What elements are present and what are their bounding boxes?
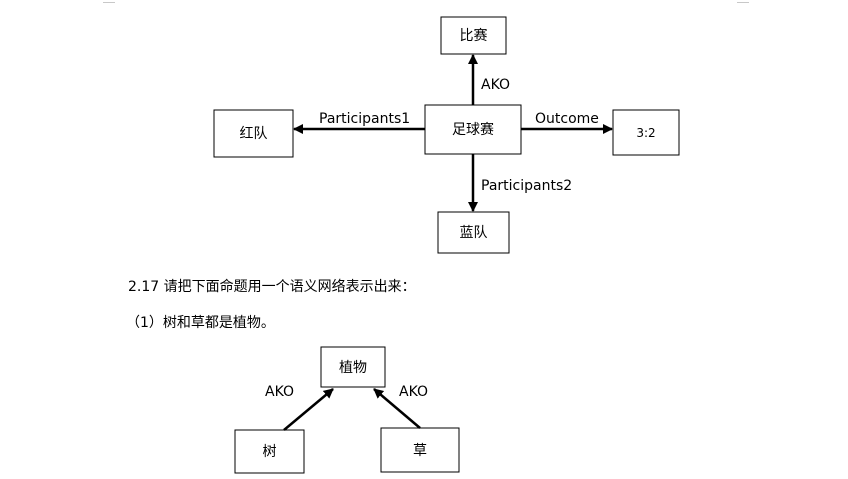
page-corner-mark-right <box>737 0 749 3</box>
node-grass-label: 草 <box>413 443 427 459</box>
edge-tree-ako-arrow <box>283 388 334 431</box>
node-score: 3:2 <box>612 109 680 156</box>
edge-grass-ako-label: AKO <box>399 384 428 400</box>
node-plant: 植物 <box>320 346 386 388</box>
node-red-team: 红队 <box>213 109 294 158</box>
question-title: 2.17 请把下面命题用一个语义网络表示出来： <box>128 279 416 295</box>
edge-grass-ako-arrow <box>373 388 421 429</box>
edge-participants2-label: Participants2 <box>481 178 572 194</box>
node-tree: 树 <box>234 429 305 474</box>
node-red-team-label: 红队 <box>240 126 268 142</box>
question-item-1: （1）树和草都是植物。 <box>126 315 275 331</box>
node-football-match: 足球赛 <box>424 104 522 155</box>
node-blue-team: 蓝队 <box>437 211 510 254</box>
node-football-match-label: 足球赛 <box>452 122 494 138</box>
edge-outcome-label: Outcome <box>535 111 599 127</box>
node-tree-label: 树 <box>263 444 277 460</box>
node-competition-label: 比赛 <box>460 28 488 44</box>
node-grass: 草 <box>380 427 460 473</box>
edge-ako-label: AKO <box>481 77 510 93</box>
node-plant-label: 植物 <box>339 360 367 376</box>
node-blue-team-label: 蓝队 <box>460 225 488 241</box>
node-competition: 比赛 <box>440 16 507 55</box>
node-score-label: 3:2 <box>636 126 655 140</box>
edge-tree-ako-label: AKO <box>265 384 294 400</box>
page-corner-mark-left <box>103 0 115 3</box>
edge-participants1-label: Participants1 <box>319 111 410 127</box>
